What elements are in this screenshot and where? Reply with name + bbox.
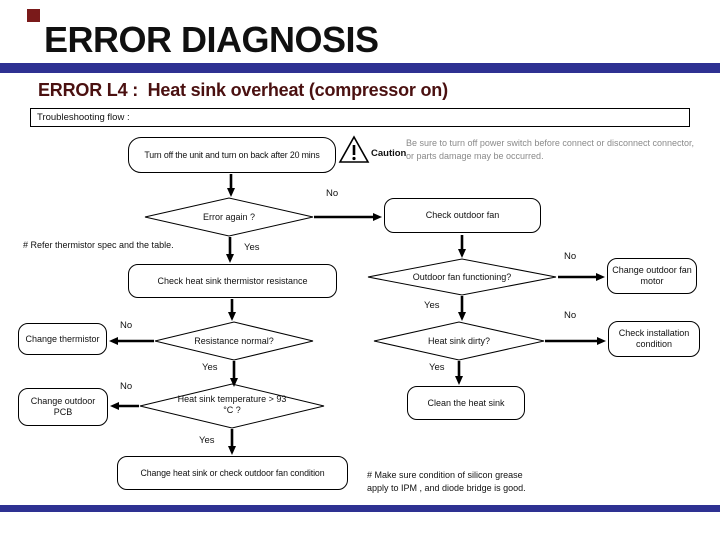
flow-node-change-outdoor-fan-motor: Change outdoor fan motor	[607, 258, 697, 294]
decision-diamond-fan-functioning	[367, 258, 557, 296]
flow-node-check-installation-condition: Check installation condition	[608, 321, 700, 357]
edge-label-yes-5: Yes	[199, 435, 215, 446]
decision-diamond-error-again	[144, 197, 314, 237]
caution-triangle-icon	[338, 135, 370, 165]
page-title: ERROR DIAGNOSIS	[44, 19, 379, 60]
decision-diamond-resistance-normal	[154, 321, 314, 361]
edge-label-no-4: No	[120, 320, 133, 331]
decision-label-fan-functioning: Outdoor fan functioning?	[412, 272, 512, 282]
flow-node-clean-heat-sink: Clean the heat sink	[407, 386, 525, 420]
flow-node-change-outdoor-pcb: Change outdoor PCB	[18, 388, 108, 426]
decision-label-heat-sink-dirty: Heat sink dirty?	[427, 336, 491, 346]
edge-label-no-1: No	[326, 188, 339, 199]
footer-rule	[0, 505, 720, 512]
flow-node-check-thermistor-resistance: Check heat sink thermistor resistance	[128, 264, 337, 298]
caution-label: Caution	[371, 148, 407, 159]
caution-text-line1: Be sure to turn off power switch before …	[406, 138, 694, 148]
note-refer-thermistor: # Refer thermistor spec and the table.	[23, 240, 174, 250]
edge-label-yes-3: Yes	[202, 362, 218, 373]
caution-text: Be sure to turn off power switch before …	[406, 137, 696, 163]
edge-label-yes-4: Yes	[429, 362, 445, 373]
caution-text-line2: or parts damage may be occurred.	[406, 151, 544, 161]
title-bullet-square	[27, 9, 40, 22]
flow-node-start: Turn off the unit and turn on back after…	[128, 137, 336, 173]
flow-node-change-thermistor: Change thermistor	[18, 323, 107, 355]
troubleshooting-flow-label: Troubleshooting flow :	[37, 112, 130, 123]
flow-node-check-outdoor-fan: Check outdoor fan	[384, 198, 541, 233]
edge-label-no-5: No	[120, 381, 133, 392]
edge-label-no-2: No	[564, 251, 577, 262]
decision-label-temperature: Heat sink temperature > 93 °C ?	[177, 394, 287, 415]
note-silicon-grease-line1: # Make sure condition of silicon grease	[367, 470, 523, 480]
decision-label-error-again: Error again ?	[202, 212, 256, 222]
note-silicon-grease-line2: apply to IPM , and diode bridge is good.	[367, 483, 526, 493]
decision-label-resistance-normal: Resistance normal?	[194, 336, 274, 346]
decision-diamond-temperature	[139, 383, 325, 429]
header-rule	[0, 63, 720, 73]
troubleshooting-flow-box: Troubleshooting flow :	[30, 108, 690, 127]
flow-arrows	[109, 174, 606, 455]
edge-label-no-3: No	[564, 310, 577, 321]
error-subtitle: ERROR L4 : Heat sink overheat (compresso…	[38, 80, 448, 100]
decision-diamond-heat-sink-dirty	[373, 321, 545, 361]
edge-label-yes-1: Yes	[244, 242, 260, 253]
edge-label-yes-2: Yes	[424, 300, 440, 311]
note-silicon-grease: # Make sure condition of silicon grease …	[367, 469, 526, 495]
flow-node-change-heat-sink: Change heat sink or check outdoor fan co…	[117, 456, 348, 490]
